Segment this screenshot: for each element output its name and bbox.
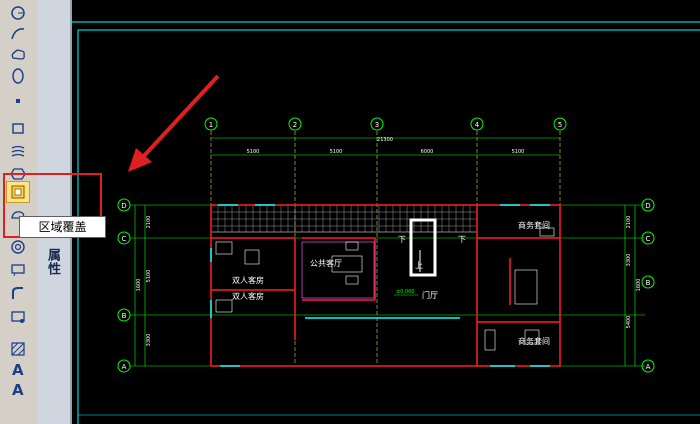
row-axis-markers-right: D C B A (641, 198, 655, 373)
column-axis-markers: 1 2 3 4 5 (204, 117, 567, 131)
properties-palette-strip[interactable] (37, 0, 72, 424)
svg-text:D: D (121, 202, 126, 210)
windows (210, 204, 550, 367)
polyline-shape-tool-button[interactable] (6, 259, 30, 281)
svg-text:3300: 3300 (626, 254, 632, 267)
axis-4-label: 4 (475, 121, 480, 129)
svg-text:5100: 5100 (512, 149, 525, 155)
mtext-a-icon: A (12, 381, 24, 398)
circle-icon (11, 6, 25, 20)
revision-cloud-tool-button[interactable] (6, 44, 30, 66)
public-hall-label: 公共客厅 (310, 258, 342, 268)
row-axis-markers-left: D C B A (117, 198, 131, 373)
properties-palette-label[interactable]: 属性 (45, 248, 60, 276)
spring-icon (11, 145, 25, 157)
svg-text:A: A (12, 381, 24, 398)
svg-text:3300: 3300 (146, 334, 152, 347)
top-corridor-hatch (210, 204, 478, 233)
furniture (215, 227, 555, 351)
annotation-arrow (128, 74, 220, 172)
point-icon (16, 99, 20, 103)
svg-text:A: A (12, 361, 24, 378)
svg-text:B: B (122, 312, 127, 320)
svg-text:2100: 2100 (146, 216, 152, 229)
business-room-1-label: 商务套间 (518, 220, 550, 230)
svg-text:5100: 5100 (247, 149, 260, 155)
ring-icon (11, 240, 25, 254)
axis-3-label: 3 (375, 121, 379, 129)
column-axis-lines (210, 131, 561, 365)
text-tool-button[interactable]: A (6, 358, 30, 380)
svg-text:C: C (646, 235, 651, 243)
svg-text:A: A (122, 363, 127, 371)
svg-text:5100: 5100 (330, 149, 343, 155)
side-dim-lines (134, 205, 636, 366)
svg-text:5100: 5100 (146, 270, 152, 283)
point-tool-button[interactable] (6, 90, 30, 112)
svg-text:C: C (122, 235, 127, 243)
hatch-icon (11, 342, 25, 356)
rectangle-icon (12, 123, 24, 134)
double-room-2-label: 双人客房 (232, 291, 264, 301)
wipeout-tool-button[interactable] (6, 181, 30, 203)
svg-text:6000: 6000 (421, 149, 434, 155)
furniture-outlines (301, 241, 375, 299)
rectangle-tool-button[interactable] (6, 117, 30, 139)
table-tool-button[interactable] (6, 306, 30, 328)
elevation-mark: ±0.000 (396, 289, 415, 295)
axis-1-label: 1 (209, 121, 213, 129)
text-a-icon: A (12, 361, 24, 378)
arc-tool-button[interactable] (6, 23, 30, 45)
total-width-dim: 21300 (377, 137, 393, 143)
svg-text:2100: 2100 (626, 216, 632, 229)
stair-up-mark: 上 (415, 261, 423, 270)
business-room-2-label: 商务套间 (518, 336, 550, 346)
double-room-1-label: 双人客房 (232, 275, 264, 285)
drawing-canvas[interactable]: 1 2 3 4 5 D C B A D C B (70, 0, 700, 424)
axis-2-label: 2 (293, 121, 297, 129)
cloud-icon (11, 49, 25, 60)
spline-tool-button[interactable] (6, 141, 30, 163)
circle-tool-button[interactable] (6, 2, 30, 24)
ellipse-icon (12, 68, 24, 84)
speech-shape-icon (11, 264, 25, 277)
stair-down-mark-1: 下 (398, 235, 406, 244)
ellipse-tool-button[interactable] (6, 65, 30, 87)
draw-toolbar: A A (0, 0, 38, 424)
svg-text:1600: 1600 (636, 279, 642, 292)
torus-tool-button[interactable] (6, 282, 30, 304)
hatch-tool-button[interactable] (6, 338, 30, 360)
building-walls (210, 204, 561, 367)
lobby-label: 门厅 (422, 290, 438, 300)
axis-5-label: 5 (558, 121, 562, 129)
arc-icon (11, 28, 25, 40)
svg-text:5400: 5400 (626, 316, 632, 329)
svg-text:1600: 1600 (136, 279, 142, 292)
stair-down-mark-2: 下 (458, 235, 466, 244)
svg-text:D: D (645, 202, 650, 210)
wipeout-icon (11, 185, 25, 199)
stair: 下 下 上 (398, 218, 466, 277)
ring-tool-button[interactable] (6, 236, 30, 258)
row-axis-lines (130, 137, 645, 367)
bend-icon (12, 287, 23, 299)
svg-text:B: B (646, 279, 651, 287)
tool-tooltip: 区域覆盖 (19, 216, 106, 238)
frame-icon (11, 311, 25, 323)
mtext-tool-button[interactable]: A (6, 378, 30, 400)
svg-text:A: A (646, 363, 651, 371)
